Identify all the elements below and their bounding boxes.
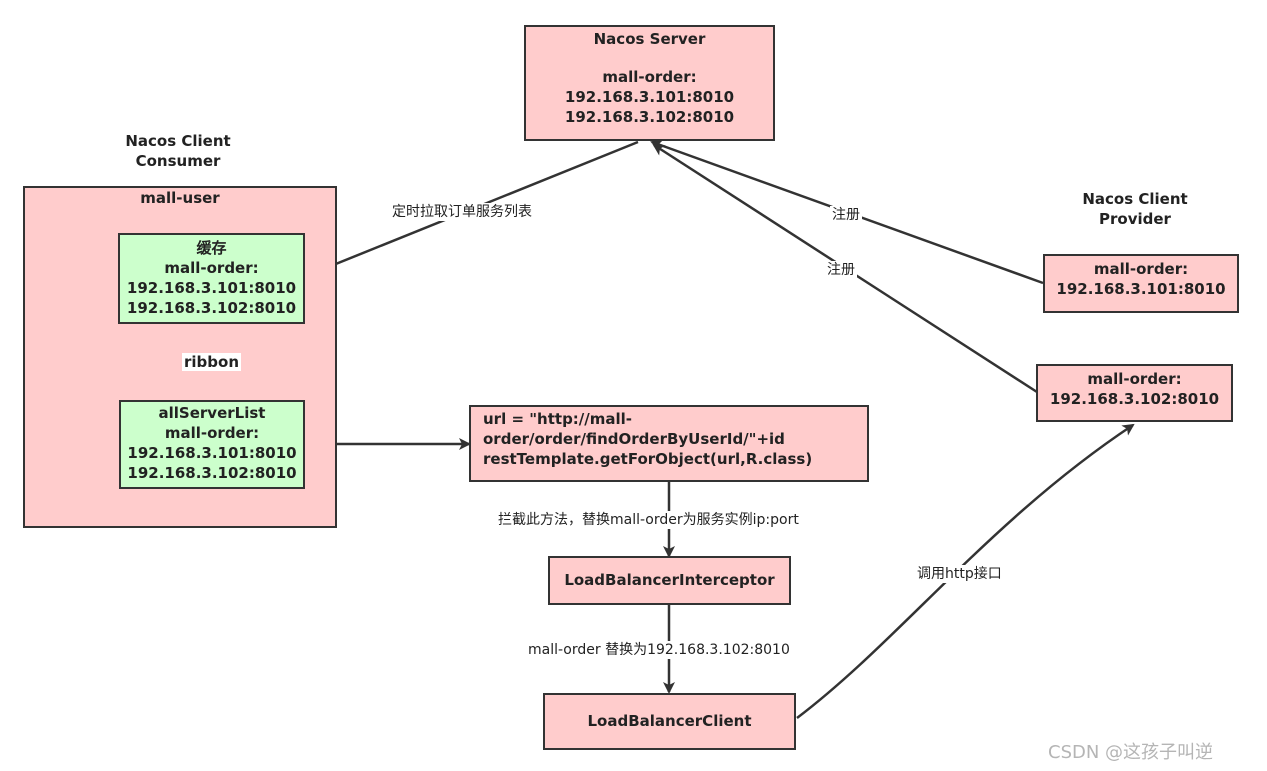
server-list-box: allServerList mall-order: 192.168.3.101:… xyxy=(119,400,305,489)
load-balancer-client-box: LoadBalancerClient xyxy=(543,693,796,750)
edge-label-replace: mall-order 替换为192.168.3.102:8010 xyxy=(526,641,792,659)
cache-line: 192.168.3.102:8010 xyxy=(126,299,297,317)
provider-instance-2: mall-order: 192.168.3.102:8010 xyxy=(1036,364,1233,422)
rest-call-box: url = "http://mall- order/order/findOrde… xyxy=(469,405,869,482)
cache-line: mall-order: xyxy=(164,259,259,277)
nacos-server-line: 192.168.3.101:8010 xyxy=(564,88,735,106)
client-label: LoadBalancerClient xyxy=(587,712,752,730)
provider-instance-line: mall-order: xyxy=(1093,260,1189,278)
consumer-heading: Nacos Client Consumer xyxy=(98,131,258,171)
provider-instance-line: 192.168.3.101:8010 xyxy=(1056,280,1226,298)
provider-heading-line: Nacos Client xyxy=(1082,190,1188,208)
rest-call-line: url = "http://mall- xyxy=(483,410,633,428)
watermark: CSDN @这孩子叫逆 xyxy=(1048,742,1214,763)
server-list-line: 192.168.3.102:8010 xyxy=(127,464,297,482)
server-list-line: mall-order: xyxy=(164,424,260,442)
cache-box: 缓存 mall-order: 192.168.3.101:8010 192.16… xyxy=(118,233,305,324)
rest-call-line: restTemplate.getForObject(url,R.class) xyxy=(483,450,813,468)
rest-call-line: order/order/findOrderByUserId/"+id xyxy=(483,430,785,448)
load-balancer-interceptor-box: LoadBalancerInterceptor xyxy=(548,556,791,605)
provider-instance-line: 192.168.3.102:8010 xyxy=(1049,390,1220,408)
spacer xyxy=(526,49,773,67)
cache-line: 192.168.3.101:8010 xyxy=(126,279,297,297)
consumer-heading-line: Consumer xyxy=(135,152,221,170)
provider-instance-1: mall-order: 192.168.3.101:8010 xyxy=(1043,254,1239,313)
provider-heading-line: Provider xyxy=(1099,210,1171,228)
nacos-server-line: 192.168.3.102:8010 xyxy=(564,108,735,126)
consumer-heading-line: Nacos Client xyxy=(125,132,231,150)
nacos-server-title: Nacos Server xyxy=(593,30,706,48)
nacos-server-box: Nacos Server mall-order: 192.168.3.101:8… xyxy=(524,25,775,141)
edge-label-pull: 定时拉取订单服务列表 xyxy=(390,203,534,221)
edge-label-intercept: 拦截此方法，替换mall-order为服务实例ip:port xyxy=(496,511,801,529)
provider-heading: Nacos Client Provider xyxy=(1055,189,1215,229)
provider-instance-line: mall-order: xyxy=(1087,370,1182,388)
edge-label-register-2: 注册 xyxy=(825,261,857,279)
edge-label-call-http: 调用http接口 xyxy=(915,565,1004,583)
nacos-server-line: mall-order: xyxy=(602,68,697,86)
interceptor-label: LoadBalancerInterceptor xyxy=(564,571,775,589)
edge-label-ribbon: ribbon xyxy=(182,353,241,371)
edge-label-register-1: 注册 xyxy=(830,206,862,224)
mall-user-title: mall-user xyxy=(140,189,220,207)
cache-line: 缓存 xyxy=(196,239,227,257)
server-list-line: allServerList xyxy=(158,404,266,422)
server-list-line: 192.168.3.101:8010 xyxy=(127,444,297,462)
